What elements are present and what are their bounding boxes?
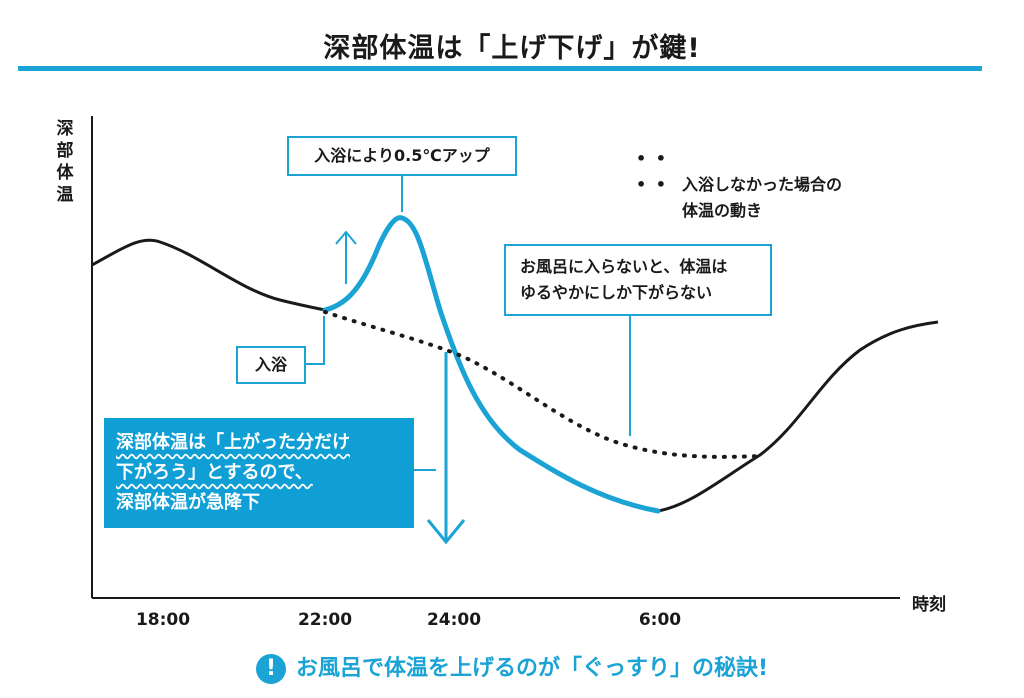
rise-annotation: 入浴により0.5℃アップ bbox=[287, 136, 517, 176]
x-axis-label: 時刻 bbox=[912, 595, 946, 615]
x-tick-label: 18:00 bbox=[135, 610, 191, 630]
x-tick-label: 6:00 bbox=[638, 610, 682, 630]
page-title: 深部体温は「上げ下げ」が鍵! bbox=[323, 33, 701, 64]
drop-callout: 深部体温は「上がった分だけ 下がろう」とするので、 深部体温が急降下 bbox=[104, 418, 414, 528]
bath-annotation: 入浴 bbox=[236, 346, 306, 384]
title-divider bbox=[18, 66, 982, 71]
drop-line2: 下がろう」とするので、 bbox=[116, 462, 313, 483]
no-bath-line2: ゆるやかにしか下がらない bbox=[520, 283, 713, 302]
drop-arrow-head bbox=[426, 519, 466, 545]
rise-arrow-head bbox=[335, 230, 357, 245]
series-line-bath bbox=[322, 215, 661, 514]
no-bath-line1: お風呂に入らないと、体温は bbox=[520, 257, 728, 276]
exclamation-icon: ! bbox=[255, 654, 286, 684]
legend-label-line2: 体温の動き bbox=[682, 201, 763, 220]
x-tick-label: 24:00 bbox=[426, 610, 482, 630]
drop-line1: 深部体温は「上がった分だけ bbox=[116, 432, 350, 453]
legend: • • • • 入浴しなかった場合の 体温の動き bbox=[636, 146, 842, 224]
no-bath-annotation: お風呂に入らないと、体温は ゆるやかにしか下がらない bbox=[504, 244, 772, 316]
bath-connector bbox=[306, 316, 325, 365]
footer: ! お風呂で体温を上げるのが「ぐっすり」の秘訣! bbox=[0, 650, 1024, 684]
series-line-black-right bbox=[657, 320, 939, 513]
y-axis-label: 深部体温 bbox=[56, 119, 74, 205]
drop-line3: 深部体温が急降下 bbox=[116, 492, 260, 513]
footer-text: お風呂で体温を上げるのが「ぐっすり」の秘訣! bbox=[295, 656, 769, 681]
legend-dotted-swatch: • • • • bbox=[636, 149, 669, 194]
x-tick-label: 22:00 bbox=[297, 610, 353, 630]
series-line-black-left bbox=[91, 238, 326, 312]
series-line-no-bath bbox=[323, 310, 762, 459]
legend-label-line1: 入浴しなかった場合の bbox=[682, 175, 843, 194]
